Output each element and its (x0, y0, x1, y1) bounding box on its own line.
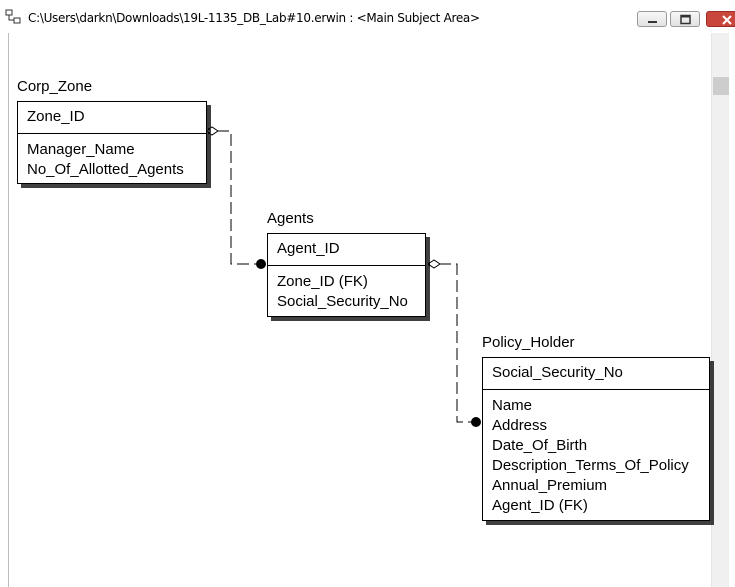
entity-title-corp-zone: Corp_Zone (17, 78, 93, 95)
close-button[interactable] (706, 11, 735, 27)
attribute: Description_Terms_Of_Policy (492, 457, 689, 474)
primary-key-section: Agent_ID (268, 234, 425, 266)
attribute: Manager_Name (27, 141, 135, 158)
attribute: Date_Of_Birth (492, 437, 588, 454)
minimize-button[interactable] (637, 11, 667, 27)
window-title: C:\Users\darkn\Downloads\19L-1135_DB_Lab… (28, 11, 480, 25)
relationship-corpzone-agents[interactable] (205, 126, 266, 269)
attribute: No_Of_Allotted_Agents (27, 161, 184, 178)
attribute: Address (492, 417, 548, 434)
window-frame-left (0, 33, 9, 587)
primary-key-section: Zone_ID (18, 102, 206, 134)
attribute: Zone_ID (FK) (277, 273, 368, 290)
window-frame-right (729, 33, 735, 587)
entity-title-agents: Agents (267, 210, 314, 227)
restore-button[interactable] (670, 11, 700, 27)
title-bar: C:\Users\darkn\Downloads\19L-1135_DB_Lab… (0, 0, 735, 33)
entity-title-policy-holder: Policy_Holder (482, 334, 575, 351)
attribute: Annual_Premium (492, 477, 608, 494)
attribute: Agent_ID (FK) (492, 497, 588, 514)
scrollbar-thumb[interactable] (713, 77, 729, 95)
entity-agents[interactable]: Agent_ID Zone_ID (FK) Social_Security_No (267, 233, 426, 317)
close-icon (722, 15, 732, 25)
pk-attribute: Zone_ID (27, 108, 85, 125)
attribute: Name (492, 397, 533, 414)
erwin-model-icon (5, 9, 21, 24)
restore-icon (680, 14, 691, 25)
pk-attribute: Social_Security_No (492, 364, 623, 381)
relationship-agents-policyholder[interactable] (427, 259, 481, 427)
entity-policy-holder[interactable]: Social_Security_No Name Address Date_Of_… (482, 357, 710, 521)
many-dot-icon (256, 259, 266, 269)
minimize-icon (648, 21, 657, 23)
primary-key-section: Social_Security_No (483, 358, 709, 390)
attribute: Social_Security_No (277, 293, 408, 310)
zero-or-one-diamond-icon (427, 259, 441, 269)
many-dot-icon (471, 417, 481, 427)
vertical-scrollbar[interactable] (711, 33, 730, 587)
entity-corp-zone[interactable]: Zone_ID Manager_Name No_Of_Allotted_Agen… (17, 101, 207, 184)
pk-attribute: Agent_ID (277, 240, 340, 257)
